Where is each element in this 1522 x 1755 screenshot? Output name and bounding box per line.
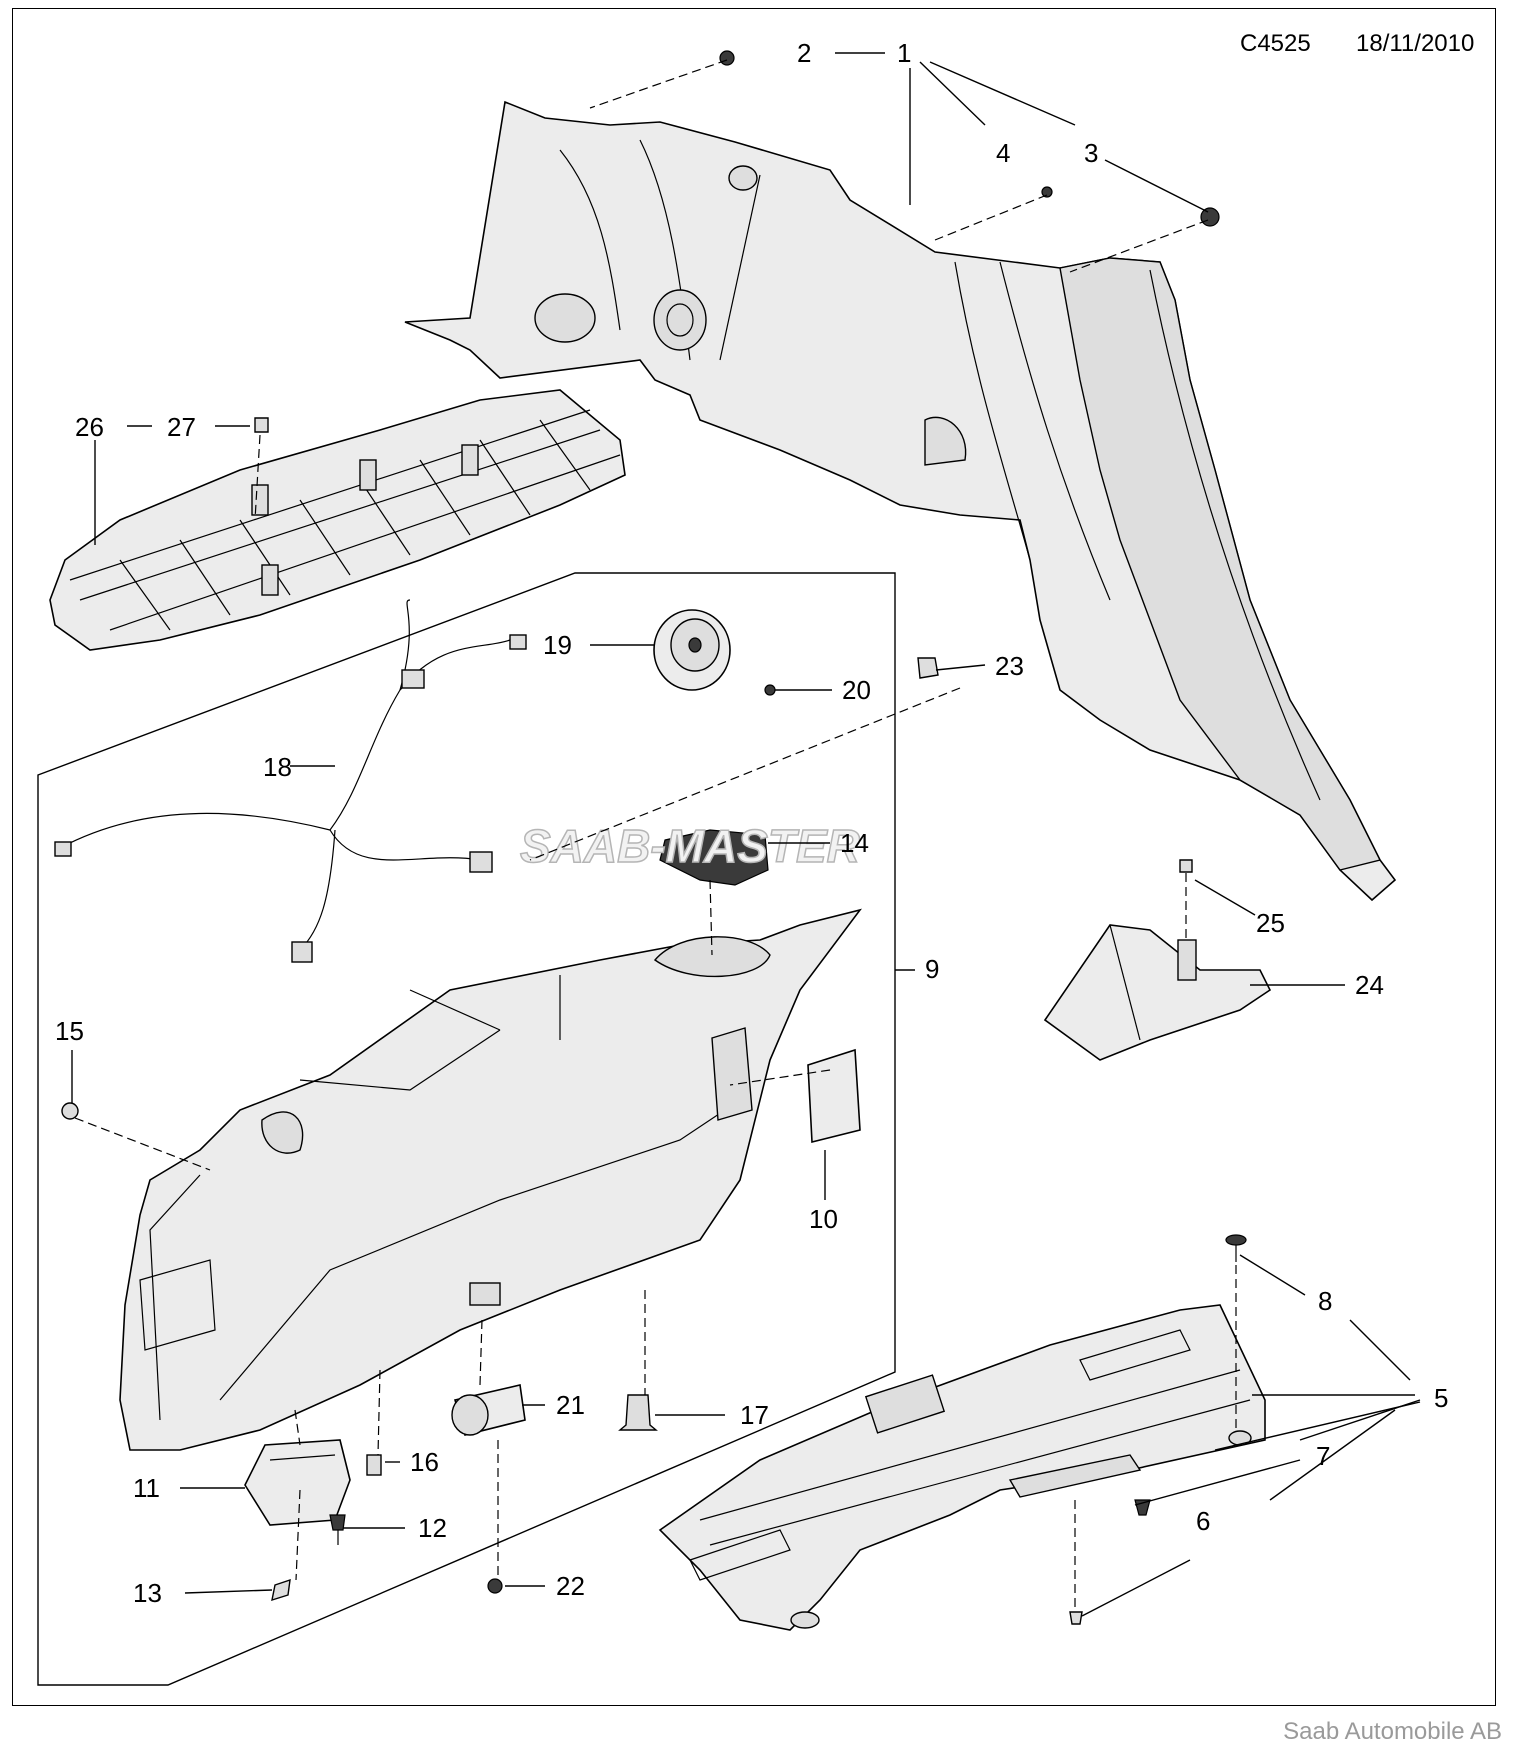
callout-5: 5: [1434, 1383, 1448, 1413]
part-12-screw: [329, 1514, 346, 1545]
part-11-handle: [244, 1439, 351, 1526]
callout-1: 1: [897, 38, 911, 68]
callout-9: 9: [925, 954, 939, 984]
callout-19: 19: [543, 630, 572, 660]
diagram-date: 18/11/2010: [1356, 30, 1475, 57]
callout-25: 25: [1256, 908, 1285, 938]
part-4-clip: [1041, 186, 1053, 198]
sub-assembly-box: [37, 572, 896, 1686]
part-8-screw: [1225, 1234, 1247, 1262]
part-19-speaker: [653, 609, 731, 691]
assembly-lines: [74, 59, 1237, 1612]
callout-10: 10: [809, 1204, 838, 1234]
watermark: SAAB-MASTER: [520, 820, 860, 872]
sill-plate: [658, 1304, 1266, 1631]
side-trim-panel: [404, 100, 1397, 902]
part-21-light: [451, 1384, 526, 1436]
callout-6: 6: [1196, 1506, 1210, 1536]
part-10-cover-lid: [807, 1048, 861, 1144]
part-14-speaker-grille: [659, 829, 769, 886]
callout-18: 18: [263, 752, 292, 782]
part-20-screw: [764, 684, 776, 696]
callout-12: 12: [418, 1513, 447, 1543]
callout-20: 20: [842, 675, 871, 705]
trim-cover: [1043, 924, 1272, 1061]
tailgate-trim-panel: [119, 908, 862, 1451]
part-27-clip: [254, 417, 269, 433]
part-25-clip: [1179, 859, 1193, 873]
copyright-footer: Saab Automobile AB: [1283, 1718, 1502, 1745]
part-16-clip: [366, 1454, 382, 1476]
callout-8: 8: [1318, 1286, 1332, 1316]
callout-26: 26: [75, 412, 104, 442]
callout-27: 27: [167, 412, 196, 442]
callout-labels: 1 5 6 7 8 9 10 11 12 13 14 15 16 17 18 1…: [55, 38, 1448, 1608]
callout-3: 3: [1084, 138, 1098, 168]
callout-17: 17: [740, 1400, 769, 1430]
callout-4: 4: [996, 138, 1010, 168]
diagram-code: C4525: [1240, 30, 1311, 57]
callout-21: 21: [556, 1390, 585, 1420]
callout-14: 14: [840, 828, 869, 858]
part-13-clip: [271, 1578, 291, 1602]
callout-13: 13: [133, 1578, 162, 1608]
callout-7: 7: [1316, 1441, 1330, 1471]
callout-23: 23: [995, 651, 1024, 681]
part-6-clip: [1069, 1611, 1083, 1625]
leader-lines: [71, 52, 1421, 1617]
callout-11: 11: [133, 1473, 160, 1503]
part-22-nut: [487, 1578, 503, 1594]
part-23-clip: [917, 657, 939, 679]
drawing-frame: [12, 8, 1496, 1706]
callout-16: 16: [410, 1447, 439, 1477]
part-17-clip: [618, 1394, 658, 1431]
callout-22: 22: [556, 1571, 585, 1601]
callout-24: 24: [1355, 970, 1384, 1000]
part-18-wiring-harness: [54, 599, 527, 963]
part-15-push-clip: [61, 1102, 79, 1120]
callout-2: 2: [797, 38, 811, 68]
load-floor-panel: [49, 389, 626, 651]
callout-15: 15: [55, 1016, 84, 1046]
part-2-clip: [719, 50, 735, 66]
part-3-clip: [1200, 207, 1220, 227]
